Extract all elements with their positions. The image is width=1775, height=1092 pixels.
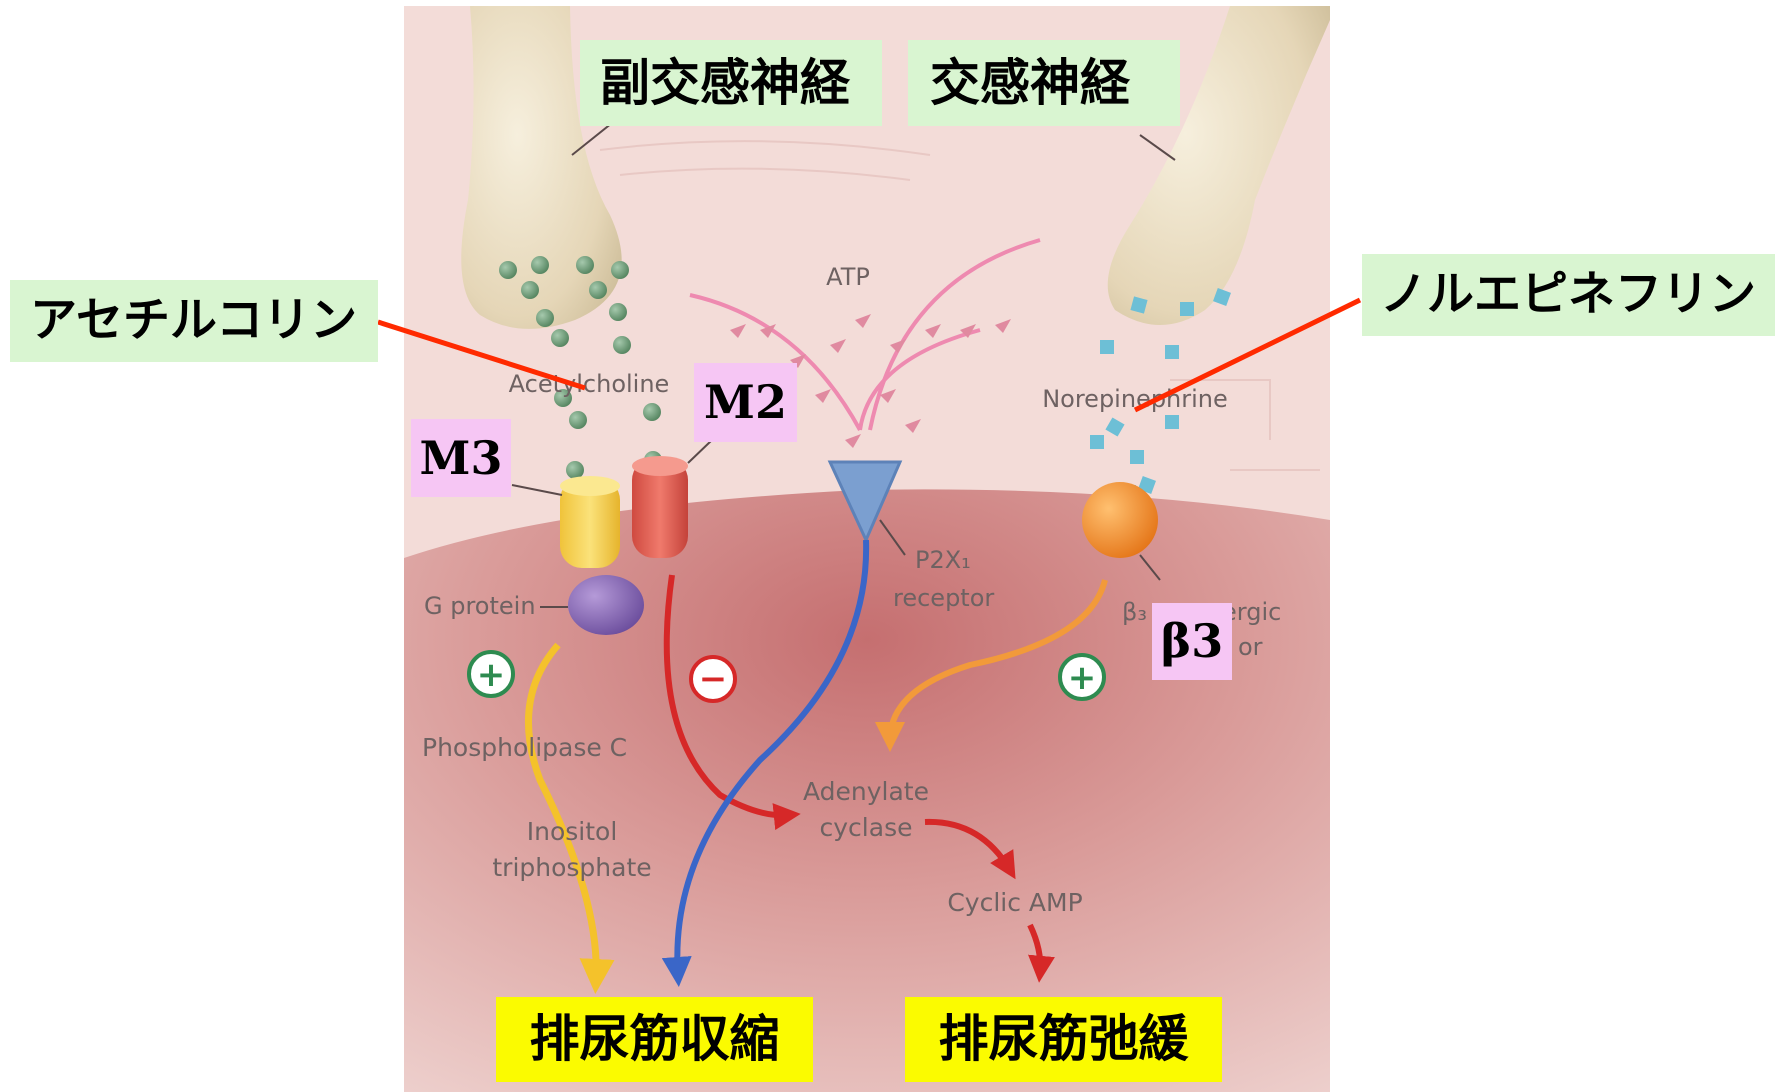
triphosphate-text: triphosphate <box>492 853 651 882</box>
cyclic-amp-text: Cyclic AMP <box>947 888 1082 917</box>
contraction-label: 排尿筋収縮 <box>496 997 813 1082</box>
receptor-text: receptor <box>893 584 994 612</box>
m2-receptor <box>632 456 688 558</box>
acetylcholine-text: Acetylcholine <box>509 370 670 398</box>
plus-sign-m3: + <box>469 652 513 696</box>
beta3-receptor <box>1082 482 1158 558</box>
m3-receptor <box>560 476 620 568</box>
g-protein <box>568 575 644 635</box>
minus-sign-m2: − <box>691 657 735 701</box>
inositol-text: Inositol <box>527 817 618 846</box>
adenylate-text: Adenylate <box>803 777 929 806</box>
phospholipase-c-text: Phospholipase C <box>422 733 627 762</box>
m3-label: M3 <box>411 419 511 497</box>
relaxation-label: 排尿筋弛緩 <box>905 997 1222 1082</box>
g-protein-text: G protein <box>424 592 536 620</box>
atp-text: ATP <box>826 263 870 291</box>
svg-text:−: − <box>699 659 728 699</box>
svg-text:+: + <box>477 655 506 695</box>
m2-label: M2 <box>694 363 797 442</box>
acetylcholine-jp-label: アセチルコリン <box>10 280 378 362</box>
sympathetic-label: 交感神経 <box>908 40 1180 126</box>
beta3-partial-text-3: or <box>1238 633 1263 661</box>
beta3-partial-text-1: β₃ <box>1122 598 1147 626</box>
beta3-label: β3 <box>1152 603 1232 680</box>
p2x1-text: P2X₁ <box>915 546 971 574</box>
plus-sign-beta3: + <box>1060 655 1104 699</box>
cyclase-text: cyclase <box>820 813 913 842</box>
svg-text:+: + <box>1068 658 1097 698</box>
norepinephrine-jp-label: ノルエピネフリン <box>1362 254 1775 336</box>
parasympathetic-label: 副交感神経 <box>580 40 882 126</box>
